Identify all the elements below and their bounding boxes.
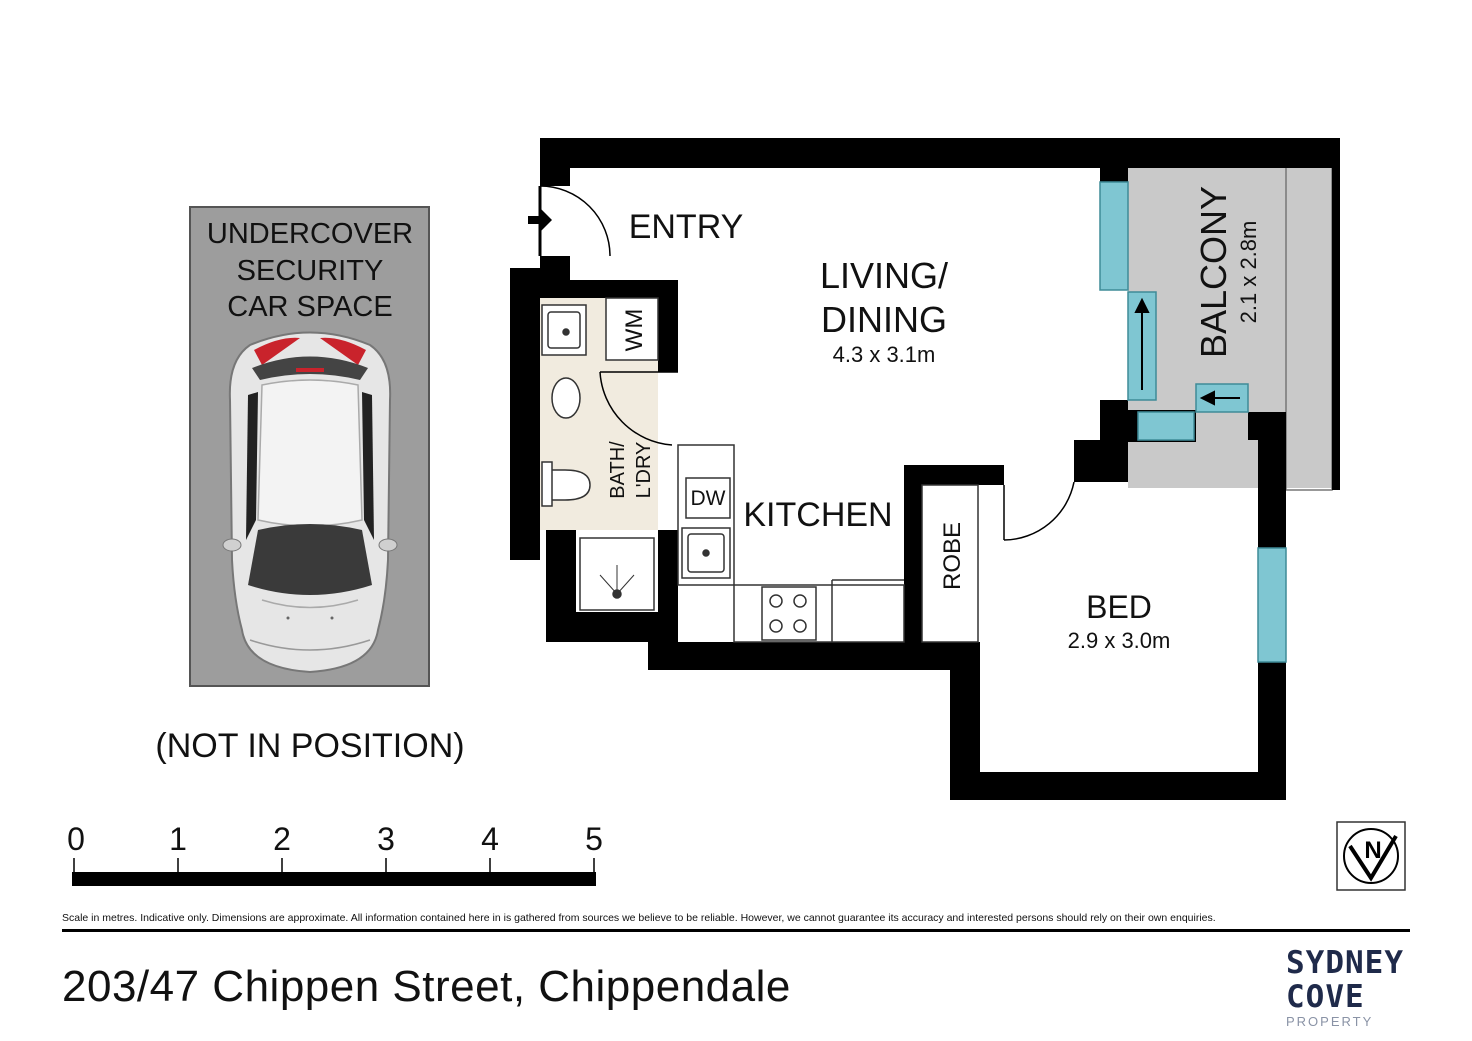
room-label-balcony: BALCONY [1193, 186, 1234, 358]
room-label-living-line2: DINING [821, 299, 947, 340]
room-dims-balcony: 2.1 x 2.8m [1236, 221, 1261, 324]
room-label-living-line1: LIVING/ [820, 255, 948, 296]
bed-door [1003, 481, 1075, 541]
brand-line2: COVE [1286, 979, 1365, 1015]
room-label-bath-line1: BATH/ [607, 441, 629, 499]
scale-bar: 0 1 2 3 4 5 [67, 821, 603, 886]
room-label-wm: WM [621, 309, 648, 352]
entry-door [528, 185, 611, 257]
kitchen-fixtures [677, 444, 905, 643]
car-space-label-line3: CAR SPACE [227, 291, 392, 323]
footer-divider [62, 929, 1410, 932]
north-compass-icon: N [1336, 821, 1406, 891]
cooktop-icon [761, 586, 817, 641]
property-address: 203/47 Chippen Street, Chippendale [62, 962, 791, 1011]
scale-tick-5: 5 [585, 821, 603, 857]
car-space-note: (NOT IN POSITION) [155, 727, 464, 765]
room-dims-bed: 2.9 x 3.0m [1068, 628, 1171, 653]
room-label-robe: ROBE [939, 522, 966, 590]
scale-tick-2: 2 [273, 821, 291, 857]
scale-tick-4: 4 [481, 821, 499, 857]
room-label-entry: ENTRY [629, 208, 744, 246]
compass-letter: N [1364, 837, 1381, 864]
car-icon [222, 331, 398, 674]
room-label-kitchen: KITCHEN [743, 496, 892, 534]
scale-tick-3: 3 [377, 821, 395, 857]
label-dw: DW [691, 487, 726, 510]
car-space: UNDERCOVER SECURITY CAR SPACE (NOT IN PO… [155, 206, 465, 765]
bath-fixtures [541, 297, 659, 611]
room-label-bath-line2: L'DRY [633, 442, 655, 499]
room-label-bed: BED [1086, 589, 1152, 625]
scale-bar-line [72, 872, 596, 886]
brand-line1: SYDNEY [1286, 945, 1404, 981]
sliding-door-arrows [1134, 297, 1240, 406]
disclaimer-text: Scale in metres. Indicative only. Dimens… [62, 912, 1216, 924]
scale-tick-0: 0 [67, 821, 85, 857]
entry-arrow-icon [528, 208, 552, 232]
washing-machine-box [605, 297, 659, 361]
scale-ticks [73, 858, 595, 872]
car-space-label-line1: UNDERCOVER [207, 218, 413, 250]
apartment-plan: ENTRY LIVING/ DINING 4.3 x 3.1m BALCONY … [510, 138, 1340, 800]
dishwasher-box [685, 477, 731, 519]
room-dims-living: 4.3 x 3.1m [833, 342, 936, 367]
basin-round-icon [551, 377, 581, 419]
brand-logo: SYDNEY COVE PROPERTY [1286, 946, 1416, 1030]
scale-tick-1: 1 [169, 821, 187, 857]
brand-line3: PROPERTY [1286, 1014, 1374, 1029]
robe-box [921, 484, 979, 643]
bath-door [599, 371, 678, 446]
car-space-label-line2: SECURITY [237, 255, 384, 287]
toilet-icon [549, 469, 591, 501]
